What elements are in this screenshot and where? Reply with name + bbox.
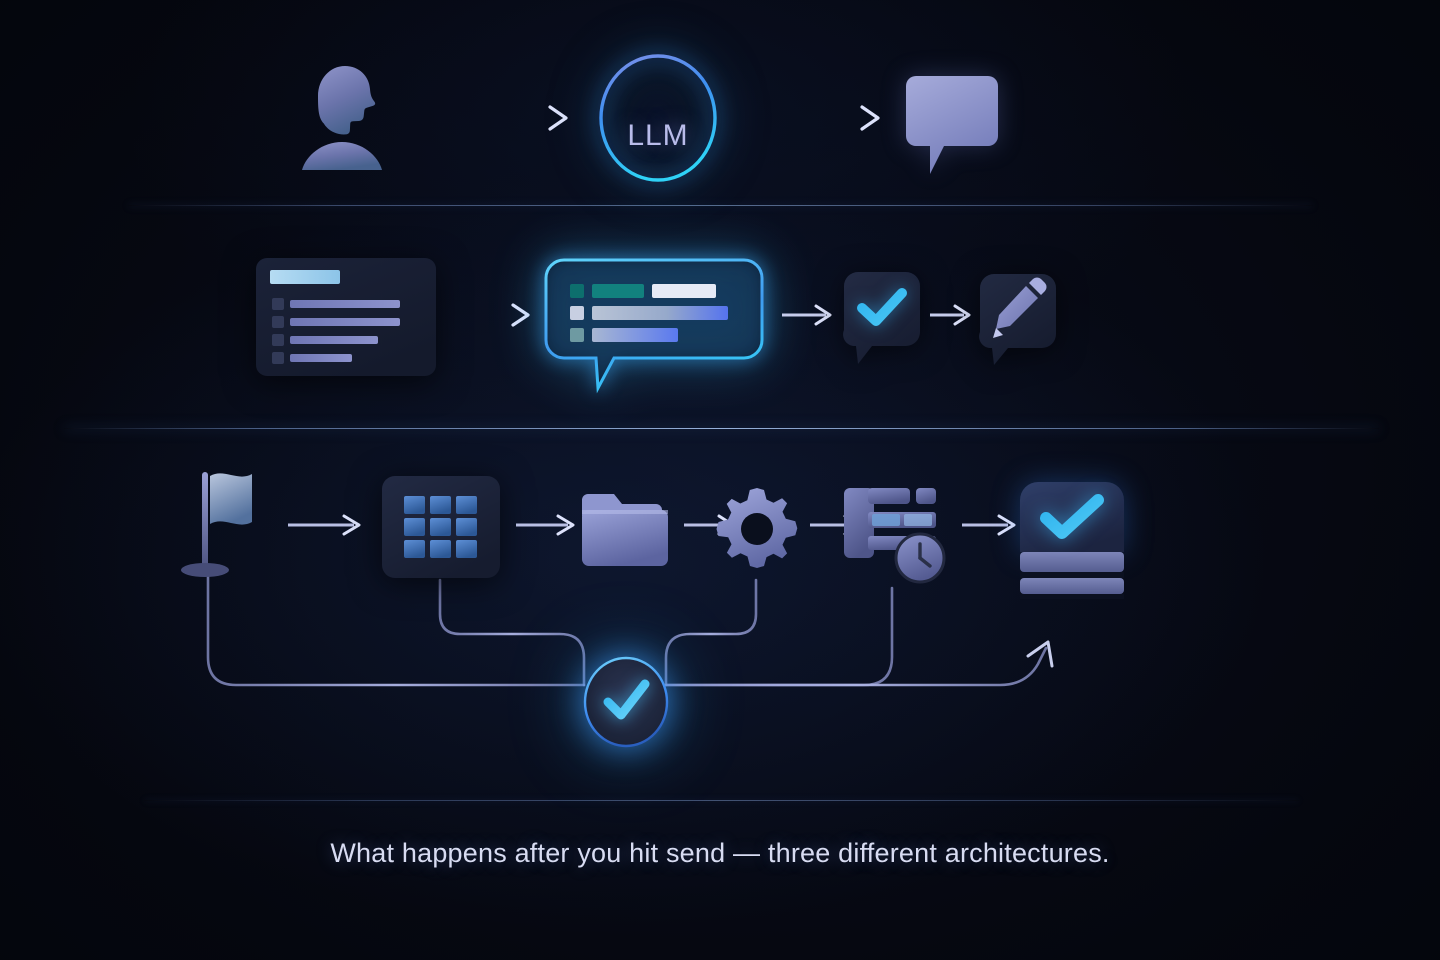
- approved-bubble-node[interactable]: [840, 268, 924, 364]
- settings-node[interactable]: [714, 486, 800, 572]
- row-1-simple-llm-flow: LLM: [0, 30, 1440, 190]
- scheduler-node[interactable]: [838, 474, 950, 586]
- arrow-tools-to-files: [516, 512, 582, 538]
- arrow-goal-to-tools: [288, 512, 370, 538]
- user-silhouette-icon: [302, 66, 382, 170]
- goal-node[interactable]: [178, 466, 274, 582]
- row-3-agentic-flow: [0, 452, 1440, 782]
- arrow-llm-to-response: [742, 104, 888, 132]
- row-2-rag-flow: [0, 240, 1440, 400]
- arrow-approved-to-edit: [930, 302, 978, 328]
- files-node[interactable]: [578, 480, 672, 572]
- circle-check-icon: [583, 656, 669, 748]
- prompt-bubble-node[interactable]: [540, 254, 768, 394]
- database-check-icon: [1020, 482, 1124, 599]
- document-node[interactable]: [254, 256, 438, 378]
- caption-text: What happens after you hit send — three …: [330, 838, 1110, 868]
- user-node[interactable]: [292, 58, 392, 178]
- divider-row3-caption: [144, 800, 1299, 801]
- llm-node[interactable]: LLM: [594, 48, 722, 188]
- speech-bubble-icon: [906, 76, 998, 174]
- grid-apps-icon: [382, 476, 500, 578]
- divider-row2-row3: [64, 428, 1379, 429]
- llm-circle-icon: [599, 54, 717, 182]
- edit-bubble-node[interactable]: [976, 270, 1060, 365]
- arrow-user-to-llm: [398, 104, 574, 132]
- bubble-check-icon: [843, 272, 920, 364]
- response-bubble-node[interactable]: [898, 72, 1006, 182]
- arrow-scheduler-to-datastore: [962, 512, 1024, 538]
- glowing-speech-bubble-icon: [544, 258, 764, 394]
- llm-label: LLM: [627, 119, 689, 152]
- flag-icon: [181, 472, 252, 577]
- gear-icon: [716, 488, 798, 568]
- tools-node[interactable]: [380, 474, 502, 580]
- document-list-card-icon: [256, 258, 436, 376]
- folder-icon: [582, 494, 668, 566]
- bubble-pencil-icon: [979, 274, 1056, 365]
- arrow-document-to-prompt: [452, 302, 538, 328]
- verify-hub-node[interactable]: [582, 656, 670, 748]
- arrow-prompt-to-approved: [782, 302, 840, 328]
- divider-row1-row2: [128, 205, 1313, 206]
- calendar-clock-icon: [844, 488, 946, 584]
- datastore-node[interactable]: [1014, 476, 1130, 606]
